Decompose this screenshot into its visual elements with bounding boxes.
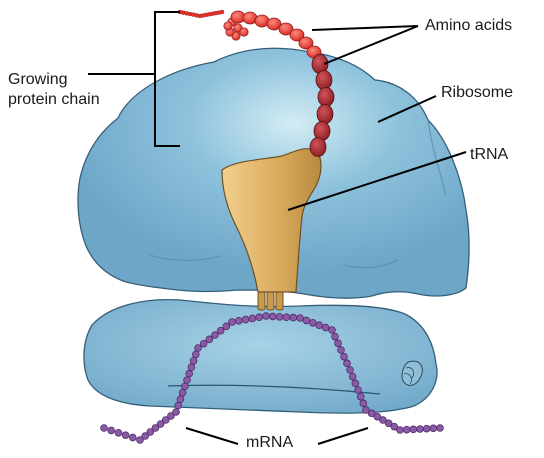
mrna-nucleotide xyxy=(199,339,208,348)
mrna-nucleotide xyxy=(222,322,231,331)
label-growing-protein-chain: Growing protein chain xyxy=(8,70,128,110)
mrna-nucleotide xyxy=(241,315,250,324)
mrna-nucleotide xyxy=(346,366,354,374)
mrna-nucleotide xyxy=(337,346,345,354)
label-growing-line2: protein chain xyxy=(8,91,100,108)
mrna-nucleotide xyxy=(187,363,196,372)
mrna-nucleotide xyxy=(373,412,382,421)
mrna-nucleotide xyxy=(296,314,304,322)
mrna-nucleotide xyxy=(100,424,108,432)
mrna-nucleotide xyxy=(211,331,219,339)
mrna-nucleotide xyxy=(340,352,348,361)
label-ribosome: Ribosome xyxy=(441,84,514,101)
mrna-nucleotide xyxy=(359,399,368,408)
mrna-nucleotide xyxy=(167,412,175,420)
mrna-nucleotide xyxy=(248,314,257,323)
label-growing-line1: Growing xyxy=(8,71,68,88)
mrna-nucleotide xyxy=(255,313,264,322)
label-trna: tRNA xyxy=(470,146,509,163)
mrna-nucleotide xyxy=(328,326,336,334)
mrna-nucleotide xyxy=(185,369,194,378)
mrna-nucleotide xyxy=(402,425,411,434)
amino-acid xyxy=(298,36,314,50)
mrna-nucleotide xyxy=(384,419,393,428)
mrna-nucleotide xyxy=(107,426,115,435)
mrna-nucleotide xyxy=(181,382,189,391)
mrna-nucleotide xyxy=(348,372,357,381)
label-mrna: mRNA xyxy=(246,434,294,451)
mrna-nucleotide xyxy=(302,316,311,325)
small-subunit xyxy=(83,299,438,414)
mrna-nucleotide xyxy=(268,312,277,321)
mrna-nucleotide xyxy=(356,392,365,401)
mrna-nucleotide xyxy=(321,323,330,332)
mrna-nucleotide xyxy=(343,359,351,368)
mrna-nucleotide xyxy=(422,424,431,433)
mrna-nucleotide xyxy=(334,339,342,348)
mrna-nucleotide xyxy=(121,431,130,440)
mrna-nucleotide xyxy=(235,316,243,325)
mrna-nucleotide xyxy=(262,312,270,320)
amino-acid xyxy=(223,21,233,31)
amino-acid xyxy=(239,27,249,37)
mrna-nucleotide xyxy=(416,425,424,433)
amino-acid-chain xyxy=(177,9,335,157)
mrna-nucleotide xyxy=(189,356,198,365)
mrna-nucleotide xyxy=(396,426,404,434)
mrna-nucleotide xyxy=(141,432,149,440)
mrna-nucleotide xyxy=(178,388,187,397)
mrna-nucleotide xyxy=(136,436,144,444)
amino-acid xyxy=(266,17,282,31)
amino-acid xyxy=(315,70,333,90)
mrna-nucleotide xyxy=(354,386,362,394)
amino-acid xyxy=(278,22,294,36)
amino-acid xyxy=(219,9,225,15)
label-amino-acids: Amino acids xyxy=(425,17,513,34)
mrna-nucleotide xyxy=(436,424,444,432)
mrna-nucleotide xyxy=(331,332,339,341)
mrna-nucleotide xyxy=(176,395,185,404)
mrna-nucleotide xyxy=(351,379,360,388)
mrna-nucleotide xyxy=(275,312,284,321)
mrna-nucleotide xyxy=(409,425,418,434)
mrna-nucleotide xyxy=(161,416,170,424)
mrna-nucleotide xyxy=(192,350,200,359)
amino-acid xyxy=(309,137,327,157)
amino-acid xyxy=(289,28,305,42)
mrna-nucleotide xyxy=(362,406,370,414)
mrna-nucleotide xyxy=(308,318,317,327)
mrna-nucleotide xyxy=(129,433,137,442)
mrna-nucleotide xyxy=(114,428,123,437)
mrna-nucleotide xyxy=(151,424,160,432)
mrna-nucleotide xyxy=(390,422,399,431)
mrna-nucleotide xyxy=(429,424,438,433)
mrna-nucleotide xyxy=(367,409,376,418)
amino-acid xyxy=(317,87,335,107)
mrna-nucleotide xyxy=(205,335,214,344)
leader-lines xyxy=(88,11,467,445)
mrna-nucleotide xyxy=(156,420,165,428)
mrna-nucleotide xyxy=(194,344,202,352)
mrna-strand xyxy=(100,312,444,444)
mrna-nucleotide xyxy=(183,376,191,384)
mrna-nucleotide xyxy=(216,326,225,335)
mrna-nucleotide xyxy=(228,318,236,326)
mrna-nucleotide xyxy=(172,408,180,416)
mrna-nucleotide xyxy=(282,313,291,322)
trna xyxy=(221,148,322,293)
mrna-nucleotide xyxy=(315,321,324,330)
mrna-nucleotide xyxy=(174,401,183,410)
amino-acid xyxy=(316,104,334,124)
mrna-nucleotide xyxy=(146,428,155,436)
mrna-nucleotide xyxy=(379,416,387,424)
mrna-nucleotide xyxy=(289,313,298,322)
